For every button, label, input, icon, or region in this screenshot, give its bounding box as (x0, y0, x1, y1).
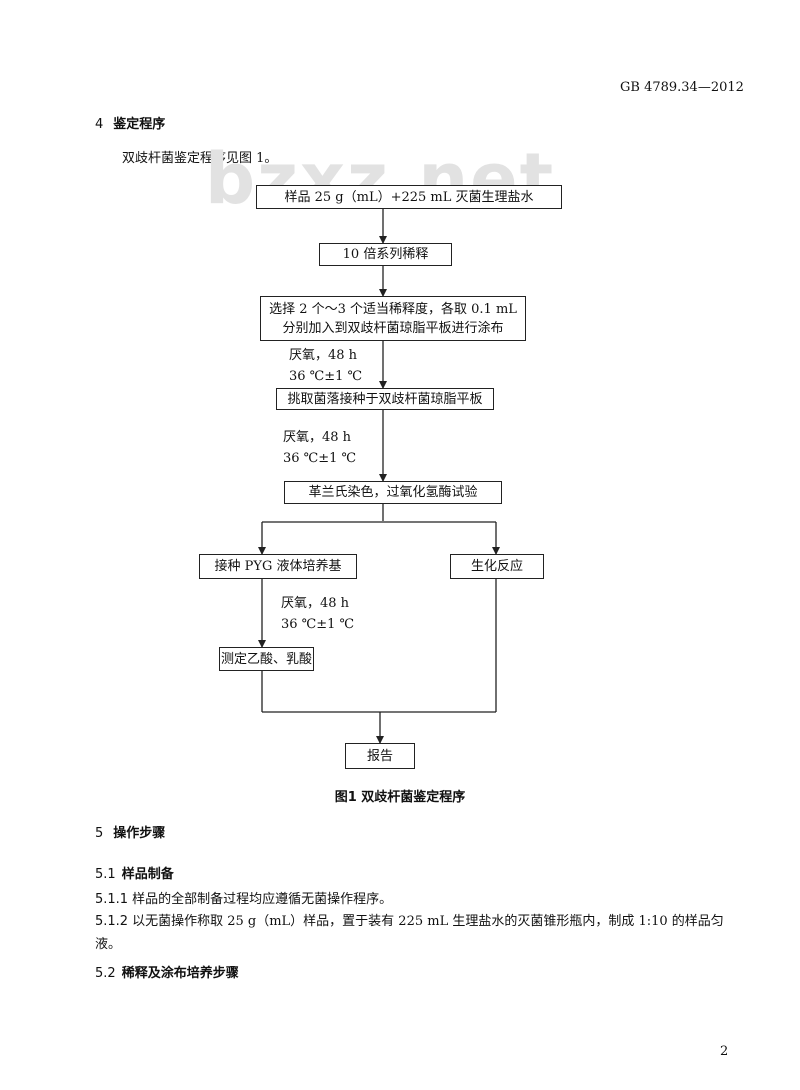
section-number: 4 (95, 117, 104, 132)
section-5-2-heading: 5.2 稀释及涂布培养步骤 (95, 962, 239, 981)
condition-1: 厌氧，48 h 36 ℃±1 ℃ (289, 345, 362, 387)
condition-anaerobic: 厌氧，48 h (283, 430, 352, 445)
clause-number: 5.1.1 (95, 892, 129, 907)
flow-box-dilute: 10 倍系列稀释 (319, 243, 452, 266)
flow-box-pyg: 接种 PYG 液体培养基 (199, 554, 357, 579)
condition-temperature: 36 ℃±1 ℃ (283, 451, 357, 466)
flow-box-pick: 挑取菌落接种于双歧杆菌琼脂平板 (276, 388, 494, 410)
clause-text: 样品的全部制备过程均应遵循无菌操作程序。 (132, 892, 393, 907)
section-title: 稀释及涂布培养步骤 (121, 966, 239, 981)
section-4-intro: 双歧杆菌鉴定程序见图 1。 (122, 151, 278, 166)
section-5-heading: 5 操作步骤 (95, 822, 165, 841)
section-5-1-heading: 5.1 样品制备 (95, 863, 174, 882)
section-title: 鉴定程序 (113, 117, 166, 132)
flow-box-select: 选择 2 个～3 个适当稀释度，各取 0.1 mL 分别加入到双歧杆菌琼脂平板进… (260, 296, 526, 341)
section-number: 5.2 (95, 966, 116, 981)
condition-temperature: 36 ℃±1 ℃ (281, 617, 355, 632)
figure-caption: 图1 双歧杆菌鉴定程序 (334, 790, 466, 805)
flow-box-acid: 测定乙酸、乳酸 (219, 647, 314, 671)
flowchart-connectors (258, 209, 500, 744)
page-number: 2 (720, 1044, 729, 1059)
flow-box-report: 报告 (345, 743, 415, 769)
section-4-heading: 4 鉴定程序 (95, 113, 165, 132)
condition-anaerobic: 厌氧，48 h (281, 596, 350, 611)
flow-box-sample: 样品 25 g（mL）+225 mL 灭菌生理盐水 (256, 185, 562, 209)
clause-text: 以无菌操作称取 25 g（mL）样品，置于装有 225 mL 生理盐水的灭菌锥形… (132, 914, 724, 929)
flow-box-gram: 革兰氏染色，过氧化氢酶试验 (284, 481, 502, 504)
section-number: 5.1 (95, 867, 116, 882)
condition-temperature: 36 ℃±1 ℃ (289, 369, 363, 384)
condition-3: 厌氧，48 h 36 ℃±1 ℃ (281, 593, 354, 635)
flow-box-select-line1: 选择 2 个～3 个适当稀释度，各取 0.1 mL (269, 301, 517, 317)
flow-box-biochem: 生化反应 (450, 554, 544, 579)
section-number: 5 (95, 826, 104, 841)
clause-number: 5.1.2 (95, 914, 129, 929)
condition-anaerobic: 厌氧，48 h (289, 348, 358, 363)
clause-text-continued: 液。 (95, 937, 122, 952)
section-title: 操作步骤 (113, 826, 166, 841)
standard-code: GB 4789.34—2012 (620, 80, 744, 95)
condition-2: 厌氧，48 h 36 ℃±1 ℃ (283, 427, 356, 469)
flow-box-select-line2: 分别加入到双歧杆菌琼脂平板进行涂布 (282, 320, 504, 336)
section-title: 样品制备 (121, 867, 174, 882)
